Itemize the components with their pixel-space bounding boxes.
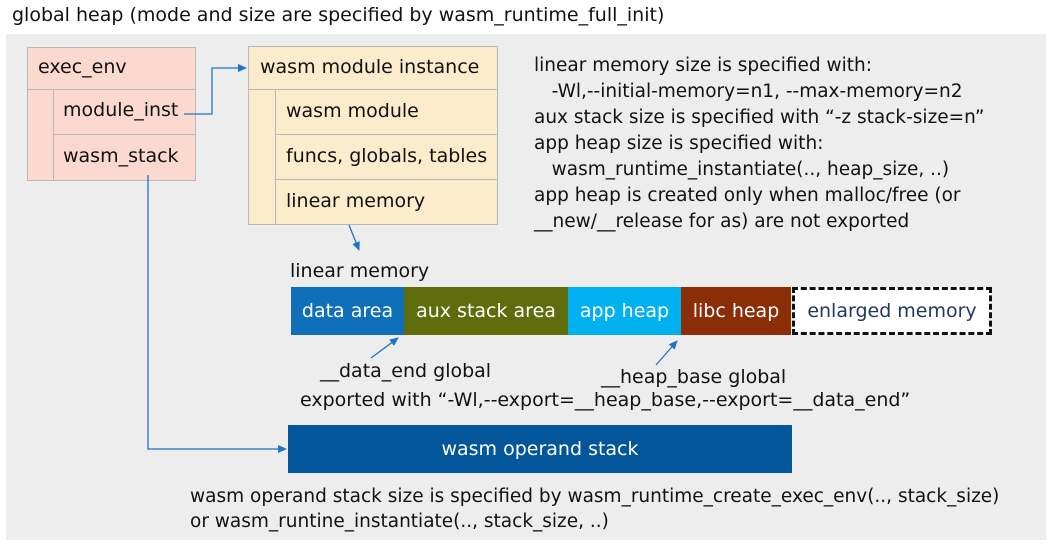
module-instance-field-linear-memory xyxy=(275,179,498,225)
module-instance-header: wasm module instance xyxy=(260,56,480,78)
module-instance-field-funcs xyxy=(275,134,498,180)
wasm-module-label: wasm module xyxy=(286,100,419,122)
note-line-3: aux stack size is specified with “-z sta… xyxy=(534,107,985,128)
segment-aux-stack-area: aux stack area xyxy=(404,287,568,335)
exec-env-header: exec_env xyxy=(38,56,127,78)
linear-memory-arrow xyxy=(348,224,360,251)
segment-enlarged-memory: enlarged memory xyxy=(792,287,992,335)
note-line-2: -Wl,--initial-memory=n1, --max-memory=n2 xyxy=(534,81,963,102)
note-line-7: __new/__release for as) are not exported xyxy=(534,211,910,232)
segment-libc-heap: libc heap xyxy=(681,287,791,335)
exec-env-field-module-inst xyxy=(53,89,196,135)
heap-base-label: __heap_base global xyxy=(601,366,787,388)
data-end-label: __data_end global xyxy=(320,360,492,382)
diagram-title: global heap (mode and size are specified… xyxy=(12,4,665,26)
wasm-operand-stack: wasm operand stack xyxy=(288,425,792,473)
wasm-stack-label: wasm_stack xyxy=(63,145,179,167)
heap-base-arrow xyxy=(655,340,678,366)
wasm-stack-arrow xyxy=(147,175,287,453)
note-line-5: wasm_runtime_instantiate(.., heap_size, … xyxy=(534,159,950,180)
exec-env-field-wasm-stack xyxy=(53,134,196,181)
operand-stack-note-1: wasm operand stack size is specified by … xyxy=(190,486,1000,507)
linear-memory-field-label: linear memory xyxy=(286,190,426,212)
funcs-globals-tables-label: funcs, globals, tables xyxy=(286,145,488,167)
export-note: exported with “-Wl,--export=__heap_base,… xyxy=(300,389,911,411)
module-inst-label: module_inst xyxy=(63,99,179,121)
segment-app-heap: app heap xyxy=(568,287,681,335)
module-inst-arrow xyxy=(184,64,247,115)
operand-stack-note-2: or wasm_runtine_instantiate(.., stack_si… xyxy=(190,511,609,532)
linear-memory-label: linear memory xyxy=(290,260,430,282)
note-line-1: linear memory size is specified with: xyxy=(534,55,873,76)
note-line-4: app heap size is specified with: xyxy=(534,133,824,154)
note-line-6: app heap is created only when malloc/fre… xyxy=(534,185,961,206)
segment-data-area: data area xyxy=(291,287,404,335)
data-end-arrow xyxy=(370,337,399,359)
module-instance-field-wasm-module xyxy=(275,89,498,135)
